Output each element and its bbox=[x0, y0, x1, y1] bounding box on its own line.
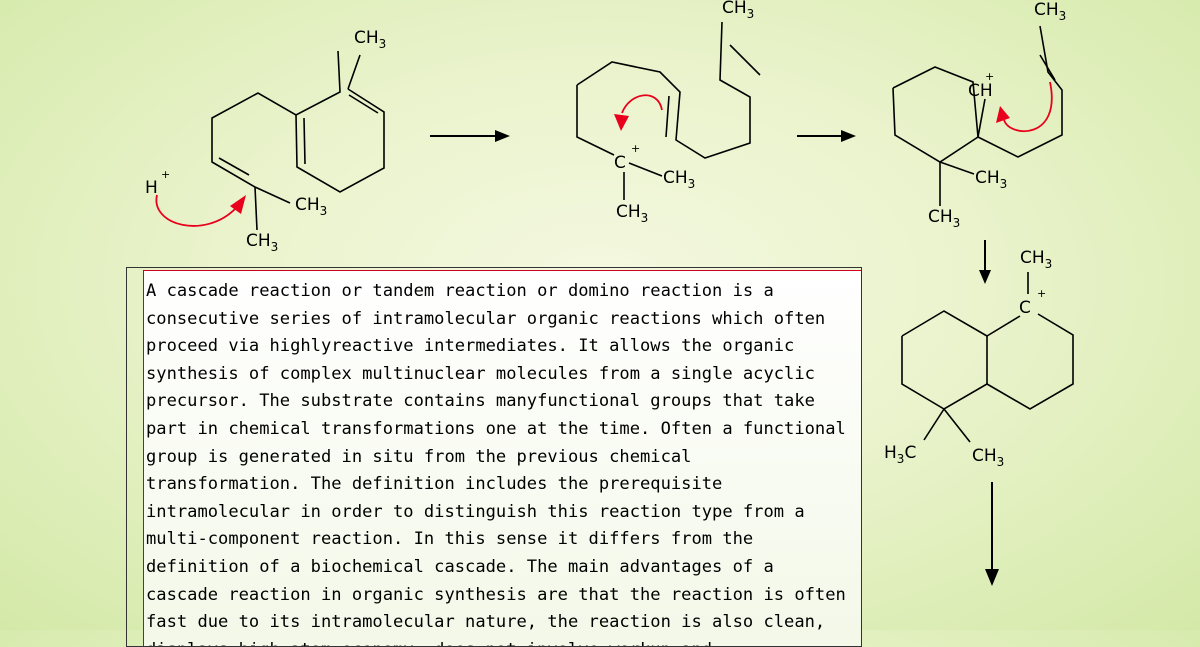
reaction-arrow bbox=[430, 130, 510, 142]
molecule-4-bicyclic-carbocation: C + CH3 H3C CH3 bbox=[884, 248, 1074, 469]
label-ch3: CH3 bbox=[722, 0, 754, 21]
reaction-arrow bbox=[985, 482, 999, 586]
curly-arrow bbox=[1003, 81, 1053, 132]
label-c: C bbox=[614, 153, 626, 173]
molecule-1-acyclic-precursor: H + CH3 CH3 CH3 bbox=[145, 28, 386, 254]
arrowhead bbox=[230, 195, 246, 214]
description-text: A cascade reaction or tandem reaction or… bbox=[146, 281, 846, 646]
label-ch3: CH3 bbox=[1034, 0, 1066, 23]
label-plus: + bbox=[985, 70, 994, 83]
reaction-scheme: H + CH3 CH3 CH3 C + CH3 CH3 CH3 bbox=[145, 0, 1074, 586]
label-ch3: CH3 bbox=[972, 446, 1004, 469]
label-ch3: CH3 bbox=[616, 202, 648, 225]
molecule-2-carbocation: C + CH3 CH3 CH3 bbox=[576, 0, 761, 225]
label-plus: + bbox=[631, 142, 640, 155]
label-h3c: H3C bbox=[884, 443, 916, 466]
reaction-arrow bbox=[979, 240, 991, 284]
label-ch3: CH3 bbox=[1020, 248, 1052, 271]
label-ch3: CH3 bbox=[975, 168, 1007, 191]
label-h: H bbox=[145, 178, 158, 198]
curly-arrow bbox=[155, 194, 237, 227]
label-ch: CH bbox=[968, 81, 993, 101]
reaction-arrow bbox=[797, 130, 856, 142]
description-box: A cascade reaction or tandem reaction or… bbox=[126, 267, 862, 647]
label-ch3: CH3 bbox=[246, 231, 278, 254]
label-ch3: CH3 bbox=[928, 207, 960, 230]
label-plus: + bbox=[161, 168, 170, 181]
label-ch3: CH3 bbox=[295, 195, 327, 218]
label-plus: + bbox=[1037, 287, 1046, 300]
curly-arrow bbox=[621, 94, 663, 114]
label-c: C bbox=[1019, 298, 1031, 318]
label-ch3: CH3 bbox=[663, 168, 695, 191]
label-ch3: CH3 bbox=[354, 28, 386, 51]
arrowhead bbox=[996, 106, 1010, 123]
arrowhead bbox=[614, 114, 629, 131]
molecule-3-monocyclic-carbocation: CH + CH3 CH3 CH3 bbox=[892, 0, 1066, 230]
description-panel: A cascade reaction or tandem reaction or… bbox=[143, 270, 861, 646]
